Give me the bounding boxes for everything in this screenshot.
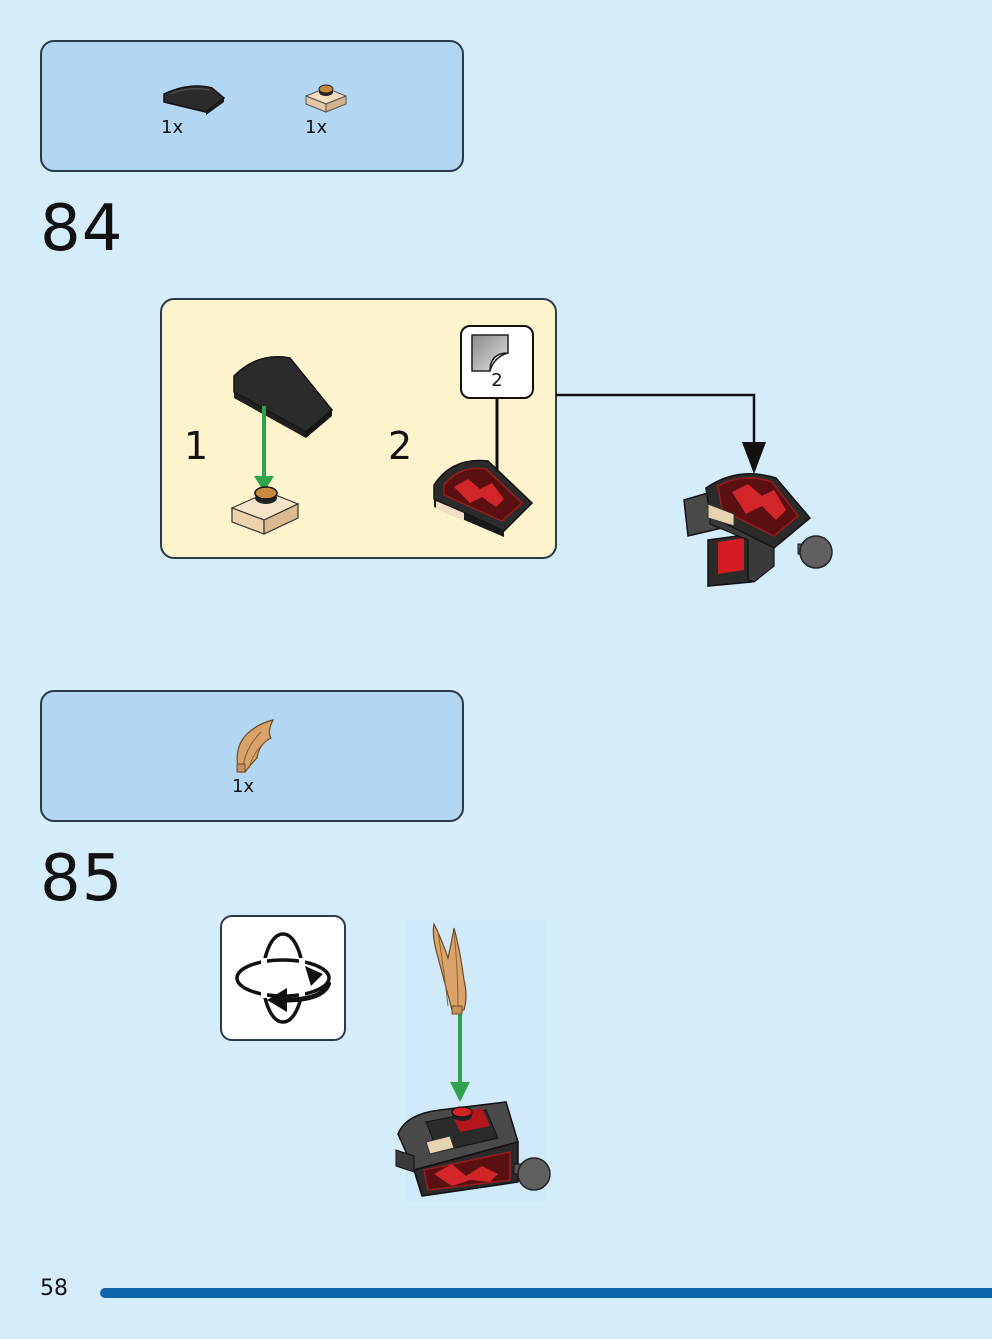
parts-list-step-85: 1x [40, 690, 464, 822]
feather-plume-tan-icon [227, 718, 277, 774]
substep-number: 1 [184, 424, 209, 468]
parts-list-step-84: 1x 1x [40, 40, 464, 172]
sticker-callout: 2 [460, 325, 534, 399]
step-84-assembly [678, 470, 838, 598]
part-qty: 1x [161, 117, 184, 138]
step-number: 84 [40, 192, 124, 266]
step-85-assembly [386, 920, 566, 1209]
plate-1x1-tan-round-icon [304, 82, 348, 114]
part-qty: 1x [232, 776, 255, 797]
part-qty: 1x [305, 117, 328, 138]
substep-number: 2 [388, 424, 413, 468]
subassembly-box: 1 2 2 [160, 298, 557, 559]
callout-arrow [556, 393, 766, 474]
curved-slope-black-icon [160, 80, 228, 116]
sticker-icon [471, 334, 509, 372]
substep-2-illustration [432, 399, 542, 543]
substep-1-illustration [228, 352, 338, 546]
step-number: 85 [40, 842, 124, 916]
page-number: 58 [40, 1276, 68, 1301]
sticker-number: 2 [491, 370, 503, 391]
page-progress-bar [100, 1288, 992, 1298]
rotate-model-icon [220, 915, 346, 1041]
